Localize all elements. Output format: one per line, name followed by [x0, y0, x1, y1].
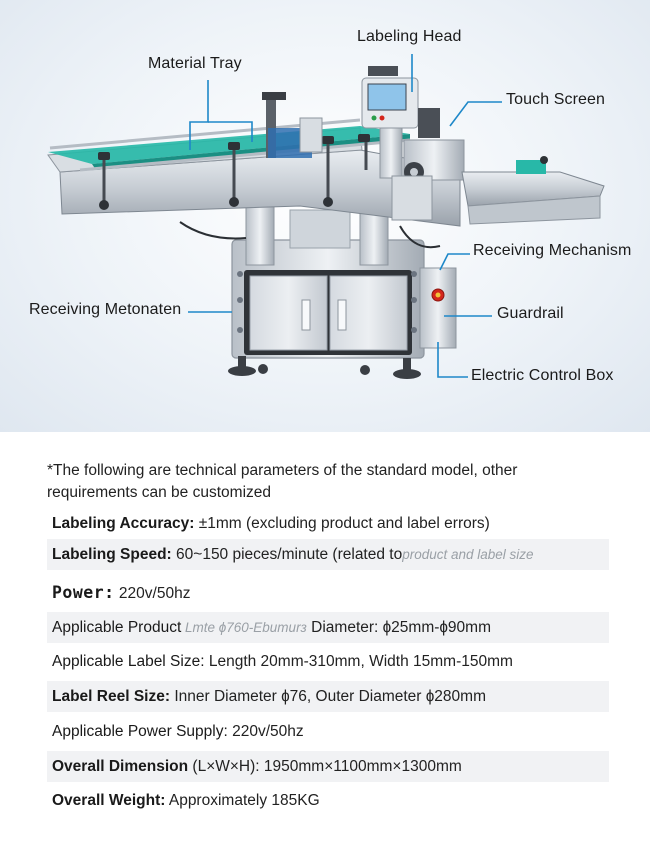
callout-touch-screen: Touch Screen [506, 91, 606, 108]
spec-row: Overall Weight: Approximately 185KG [47, 785, 609, 816]
spec-value: Length 20mm-310mm, Width 15mm-150mm [204, 653, 513, 670]
spec-key: Overall Weight: [52, 792, 166, 809]
callout-receiving-left: Receiving Metonaten [29, 301, 182, 318]
spec-key: Applicable Product [52, 619, 182, 636]
spec-key: Applicable Power Supply: [52, 723, 228, 740]
callout-material-tray: Material Tray [148, 55, 242, 72]
spec-row: Power: 220v/50hz [47, 577, 609, 608]
callout-electric-control-box: Electric Control Box [471, 367, 614, 384]
spec-key: Power: [52, 583, 115, 602]
spec-key: Overall Dimension [52, 758, 189, 775]
spec-value: 60~150 pieces/minute (related to [171, 546, 403, 563]
parameters-note: *The following are technical parameters … [47, 462, 518, 501]
spec-row: Applicable Product Lmte ɸ760-Ebumurɜ Dia… [47, 612, 609, 643]
spec-faint-text: product and label size [402, 547, 534, 562]
machine-illustration-panel: Labeling Head Material Tray Touch Screen… [0, 0, 650, 432]
spec-value: Approximately 185KG [165, 792, 320, 809]
spec-row: Overall Dimension (L×W×H): 1950mm×1100mm… [47, 751, 609, 782]
spec-key: Labeling Speed: [52, 546, 172, 563]
spec-key: Label Reel Size: [52, 688, 171, 705]
spec-key: Labeling Accuracy: [52, 515, 195, 532]
spec-value: Diameter: ɸ25mm-ɸ90mm [306, 619, 491, 636]
labeling-machine-illustration [47, 54, 605, 379]
technical-parameters-section: *The following are technical parameters … [0, 432, 650, 858]
spec-row: Labeling Accuracy: ±1mm (excluding produ… [47, 508, 609, 539]
spec-row: Label Reel Size: Inner Diameter ɸ76, Out… [47, 681, 609, 712]
spec-row: Applicable Power Supply: 220v/50hz [47, 716, 609, 747]
spec-key: Applicable Label Size: [52, 653, 205, 670]
callout-labeling-head: Labeling Head [357, 28, 462, 45]
callout-guardrail: Guardrail [497, 305, 564, 322]
spec-faint-text: Lmte ɸ760-Ebumurɜ [181, 620, 307, 635]
callout-receiving-mechanism: Receiving Mechanism [473, 242, 632, 259]
spec-value: 220v/50hz [114, 585, 191, 602]
spec-row: Applicable Label Size: Length 20mm-310mm… [47, 646, 609, 677]
spec-row: Labeling Speed: 60~150 pieces/minute (re… [47, 539, 609, 570]
spec-value: 220v/50hz [227, 723, 304, 740]
spec-value: (L×W×H): 1950mm×1100mm×1300mm [188, 758, 462, 775]
spec-value: Inner Diameter ɸ76, Outer Diameter ɸ280m… [170, 688, 486, 705]
callout-leader-lines [188, 54, 502, 378]
spec-value: ±1mm (excluding product and label errors… [194, 515, 490, 532]
